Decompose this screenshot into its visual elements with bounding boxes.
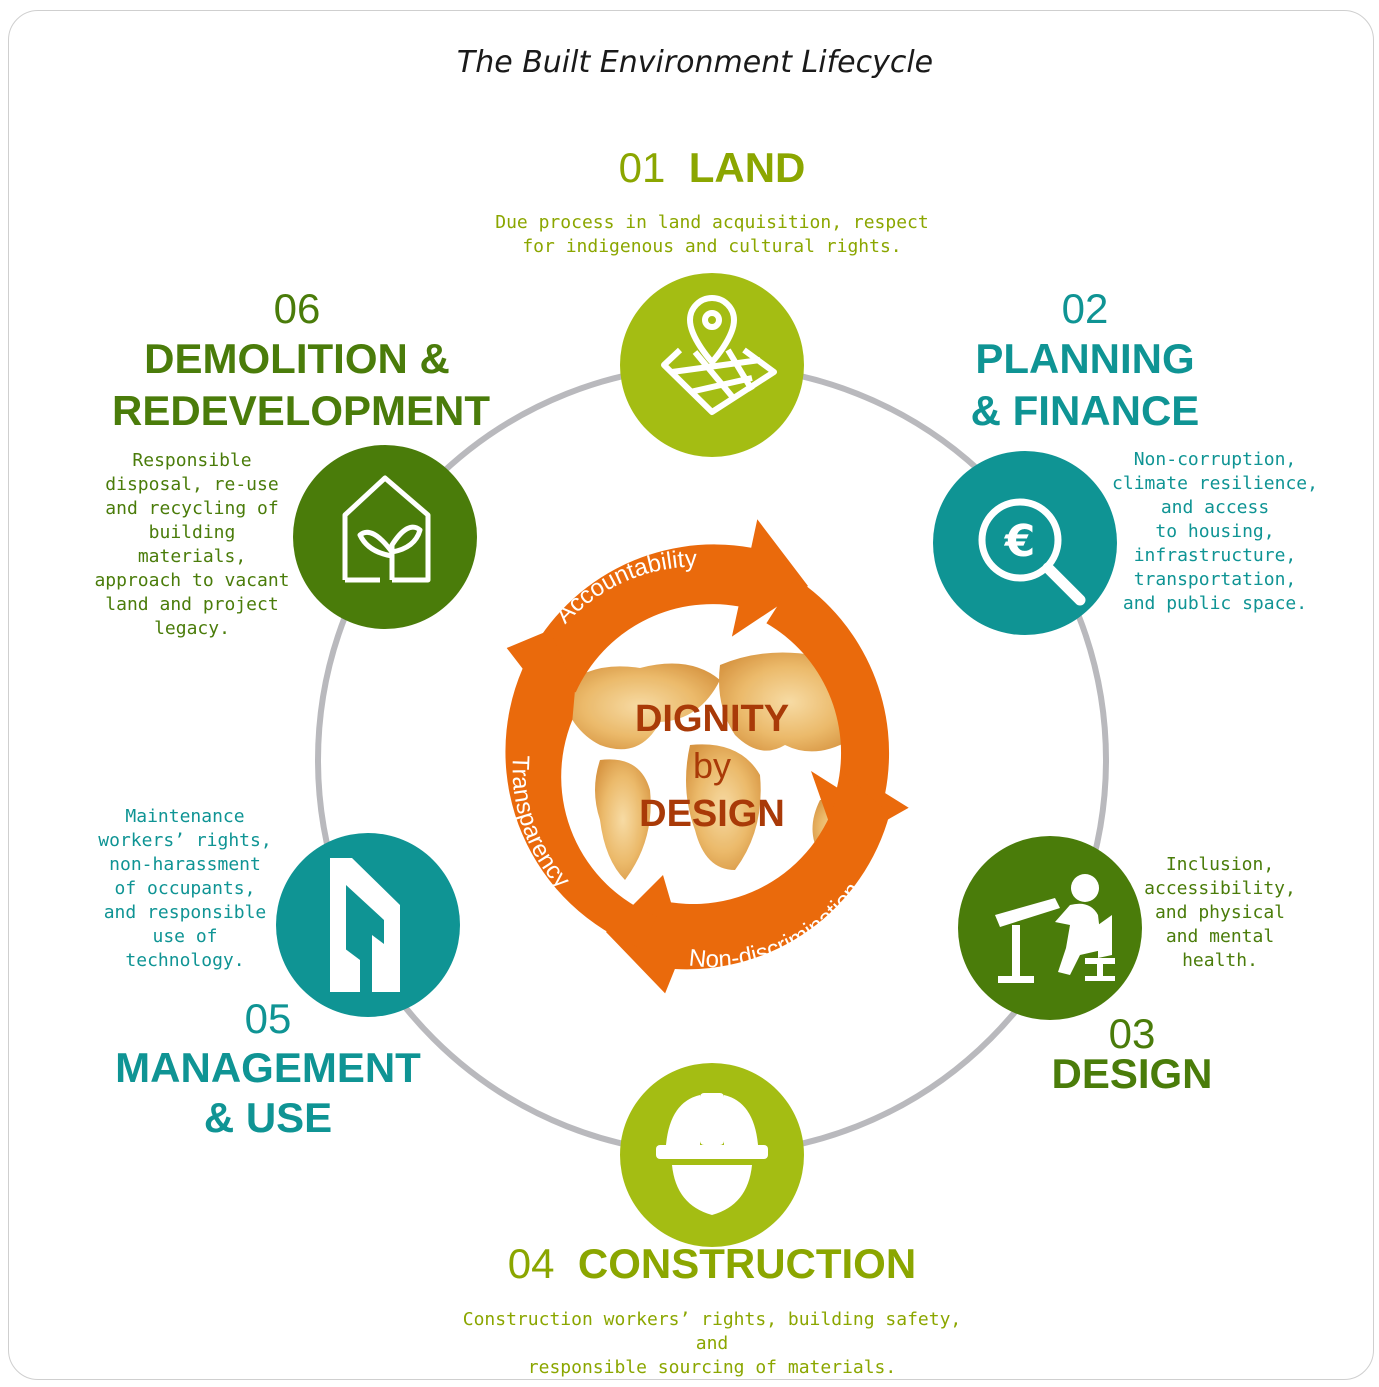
arrow-non-discrimination [606,771,890,994]
stage-06-name: DEMOLITION & REDEVELOPMENT [112,335,491,434]
stage-03-description: Inclusion, accessibility, and physical a… [1144,854,1296,971]
arrow-accountability [522,519,808,693]
stage-01-description: Due process in land acquisition, respect… [495,212,929,257]
stage-number: 04 [507,1240,555,1287]
hard-hat-icon [656,1093,768,1215]
stage-06-number: 06 [273,285,321,332]
stage-05-name: MANAGEMENT & USE [115,1044,421,1141]
stage-04-description: Construction workers’ rights, building s… [462,1309,962,1378]
map-pin-icon [661,295,777,415]
diagram-title: The Built Environment Lifecycle [456,45,934,80]
stage-01-heading: 01 LAND [512,144,912,192]
world-map-image [560,652,870,880]
stage-04-heading: 04 CONSTRUCTION [462,1240,962,1288]
stage-05-description: Maintenance workers’ rights, non-harassm… [98,806,272,971]
stage-03-circle [958,836,1142,1020]
arrow-participation [766,578,909,848]
designer-at-desk-icon [995,874,1115,983]
buildings-icon [330,858,400,992]
stage-name: CONSTRUCTION [577,1240,917,1287]
center-title-line2: by [692,745,732,786]
center-title-line1: DIGNITY [634,698,790,740]
euro-magnifier-icon: € [978,498,1086,606]
stage-05-number: 05 [244,995,292,1042]
stage-05-circle [276,833,460,1017]
stage-03-name: DESIGN [1051,1050,1213,1097]
stage-02-description: Non-corruption, climate resilience, and … [1112,449,1318,614]
stage-06-circle [293,445,477,629]
stage-number: 01 [618,144,666,191]
stage-02-name: PLANNING & FINANCE [970,335,1200,434]
house-plant-icon [342,475,431,583]
center-title-line3: DESIGN [639,793,785,835]
stage-02-number: 02 [1061,285,1109,332]
svg-text:€: € [1004,516,1036,567]
stage-03-number: 03 [1108,1010,1156,1057]
principle-arrows [505,519,909,994]
arrow-transparency [505,630,657,949]
stage-name: LAND [688,144,806,191]
stage-06-description: Responsible disposal, re-use and recycli… [94,450,290,639]
